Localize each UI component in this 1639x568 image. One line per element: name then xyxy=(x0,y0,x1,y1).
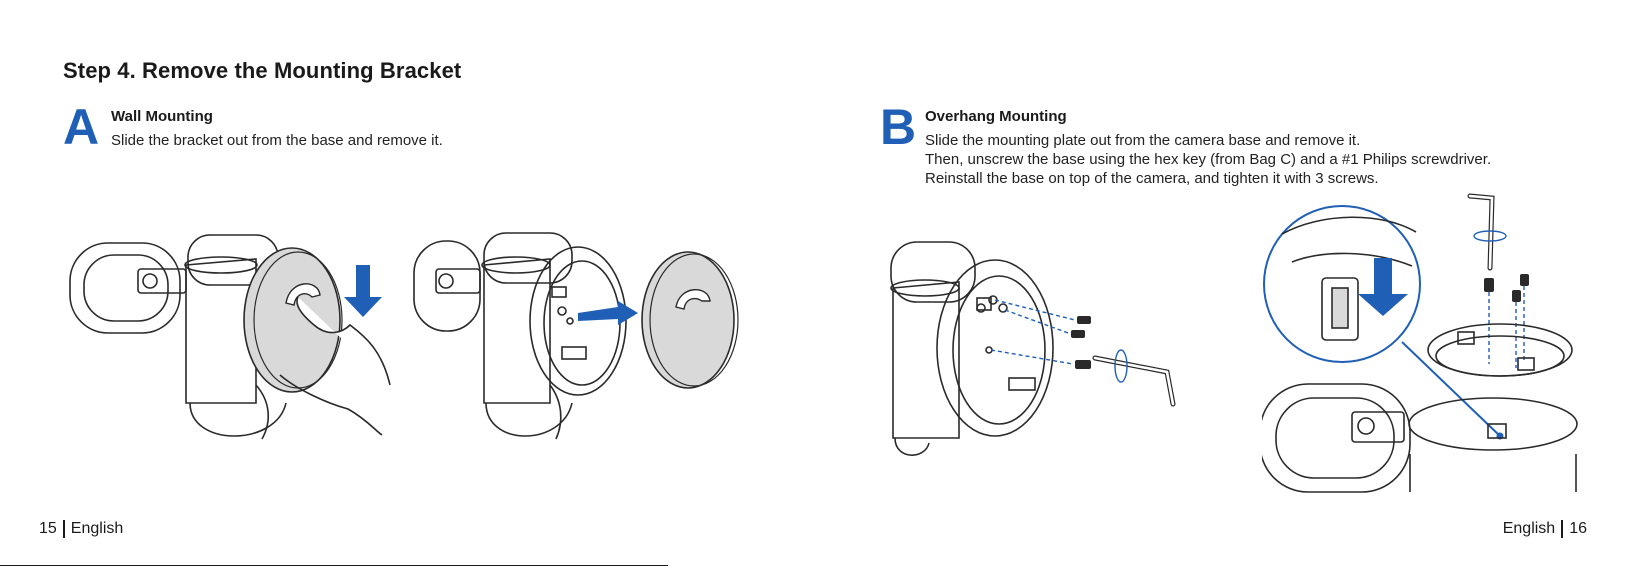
page-title: Step 4. Remove the Mounting Bracket xyxy=(63,58,461,84)
section-b-letter: B xyxy=(880,102,916,152)
footer-left-separator xyxy=(63,520,65,538)
section-b-line-1: Slide the mounting plate out from the ca… xyxy=(925,132,1360,149)
footer-left-language: English xyxy=(71,520,123,538)
illustration-push-bracket xyxy=(66,225,411,455)
section-b-line-2: Then, unscrew the base using the hex key… xyxy=(925,151,1491,168)
footer-left: 15 English xyxy=(39,520,123,538)
bottom-rule xyxy=(0,565,668,566)
footer-right-language: English xyxy=(1503,520,1555,538)
footer-right-page-number: 16 xyxy=(1569,520,1587,538)
section-a-line-1: Slide the bracket out from the base and … xyxy=(111,132,443,149)
section-a-heading: Wall Mounting xyxy=(111,108,213,125)
illustration-reinstall-base xyxy=(1262,192,1582,507)
footer-left-page-number: 15 xyxy=(39,520,57,538)
illustration-bracket-removed xyxy=(412,225,757,455)
footer-right: English 16 xyxy=(1503,520,1587,538)
illustration-unscrew-base xyxy=(885,238,1230,463)
footer-right-separator xyxy=(1561,520,1563,538)
section-b-line-3: Reinstall the base on top of the camera,… xyxy=(925,170,1379,187)
section-a-letter: A xyxy=(63,102,99,152)
section-b-heading: Overhang Mounting xyxy=(925,108,1067,125)
